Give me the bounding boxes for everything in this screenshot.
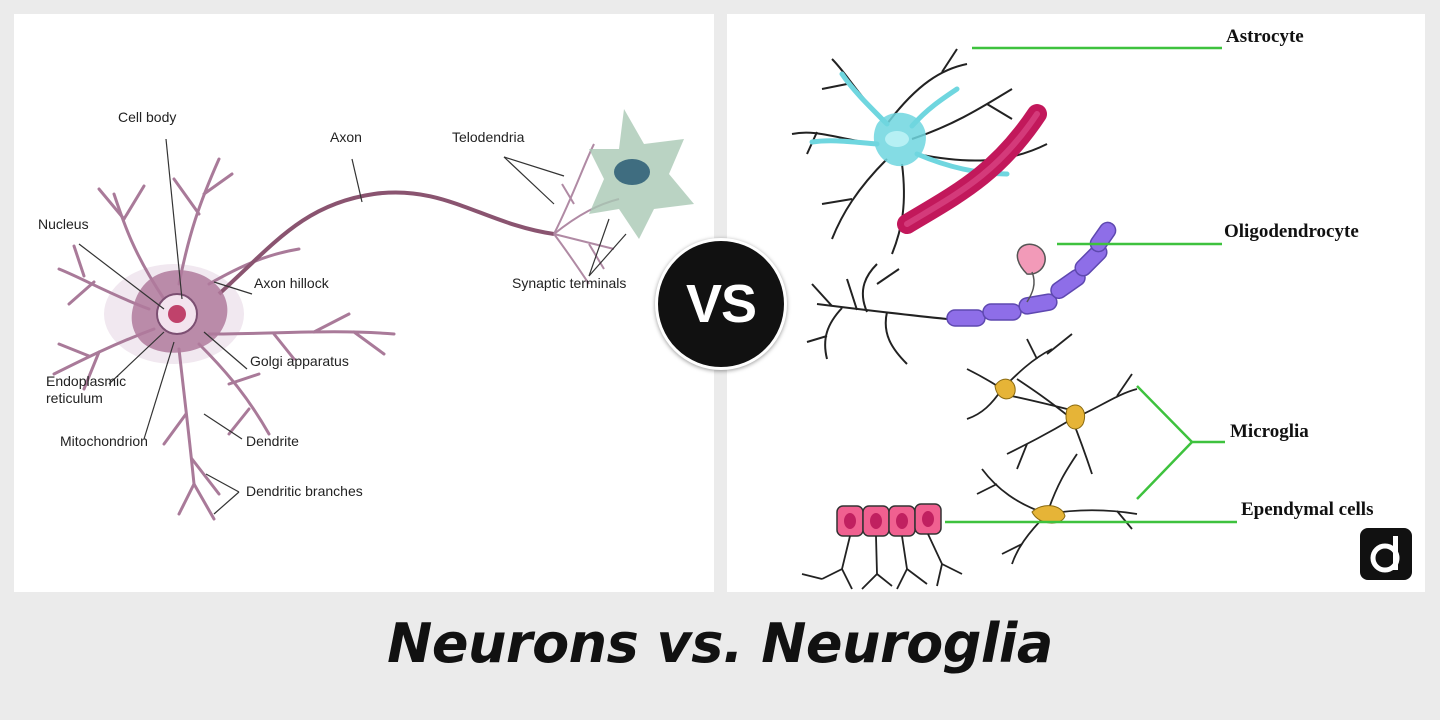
neuron-illustration: Cell body Axon Telodendria Nucleus Axon … — [38, 109, 694, 521]
label-dendritic-branches: Dendritic branches — [246, 483, 363, 499]
label-cell-body: Cell body — [118, 109, 176, 125]
label-endoplasmic-reticulum-1: Endoplasmic — [46, 373, 126, 389]
label-mitochondrion: Mitochondrion — [60, 433, 148, 449]
logo-icon — [1360, 528, 1412, 580]
microglia-cells — [966, 333, 1138, 565]
label-nucleus: Nucleus — [38, 216, 89, 232]
page-title: Neurons vs. Neuroglia — [387, 612, 1053, 675]
label-telodendria: Telodendria — [452, 129, 525, 145]
vs-label: VS — [685, 274, 757, 334]
neuron-diagram-panel: Cell body Axon Telodendria Nucleus Axon … — [14, 14, 714, 592]
label-dendrite: Dendrite — [246, 433, 299, 449]
label-synaptic-terminals: Synaptic terminals — [512, 275, 626, 291]
label-axon-hillock: Axon hillock — [254, 275, 330, 291]
label-microglia: Microglia — [1230, 421, 1309, 442]
oligodendrocyte-cell — [806, 221, 1117, 365]
label-astrocyte: Astrocyte — [1226, 26, 1304, 47]
label-ependymal-cells: Ependymal cells — [1241, 499, 1373, 520]
vs-circle-icon: VS — [655, 238, 787, 370]
label-endoplasmic-reticulum-2: reticulum — [46, 390, 103, 406]
label-axon: Axon — [330, 129, 362, 145]
ependymal-cells — [801, 503, 963, 590]
axon — [217, 190, 555, 296]
astrocyte-cell — [791, 48, 1048, 255]
neuroglia-illustration: Astrocyte Oligodendrocyte Microglia Epen… — [791, 26, 1373, 590]
label-oligodendrocyte: Oligodendrocyte — [1224, 221, 1359, 242]
neuroglia-diagram-panel: Astrocyte Oligodendrocyte Microglia Epen… — [727, 14, 1425, 592]
label-golgi-apparatus: Golgi apparatus — [250, 353, 349, 369]
